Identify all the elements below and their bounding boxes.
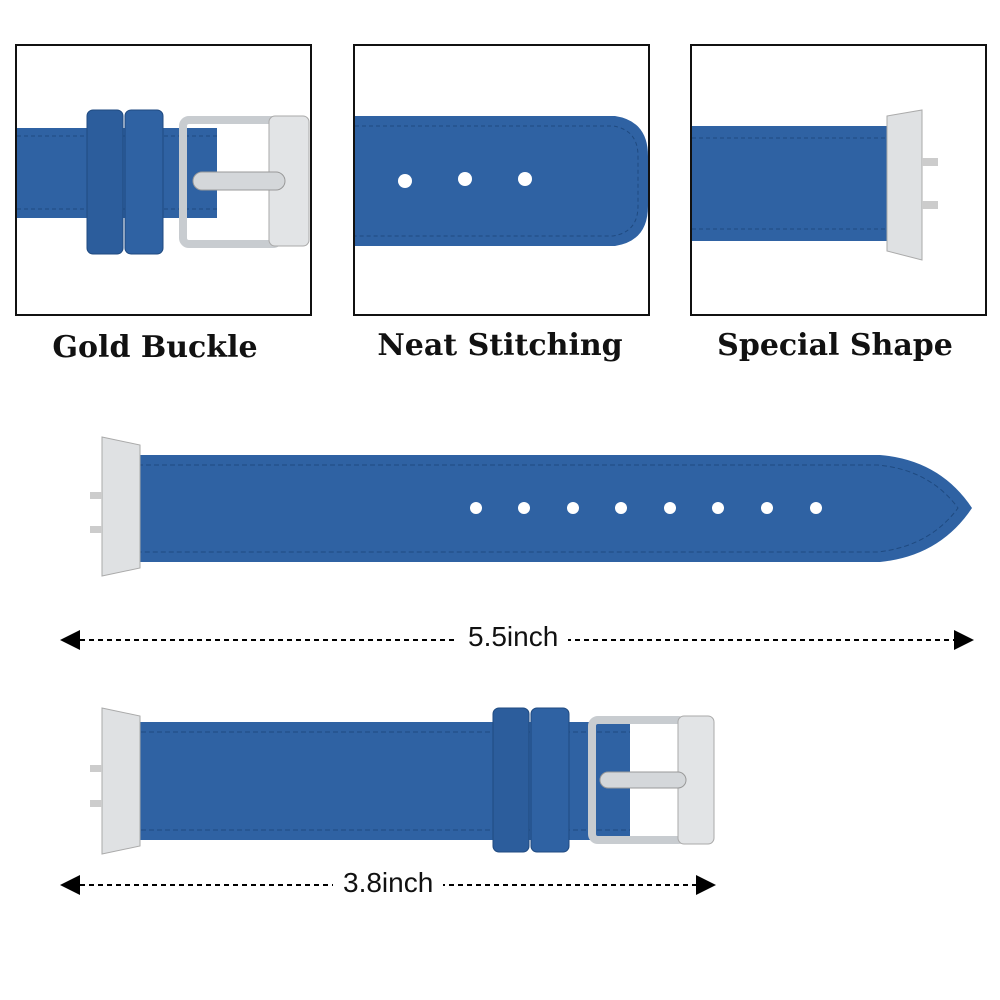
buckle-closeup-image xyxy=(17,109,310,255)
long-strap xyxy=(90,436,972,577)
feature-label-stitching: Neat Stitching xyxy=(377,328,623,363)
feature-box-shape xyxy=(690,44,987,316)
shape-closeup-image xyxy=(692,109,938,261)
feature-box-buckle xyxy=(15,44,312,316)
feature-box-stitching xyxy=(353,44,650,316)
short-strap-length: 3.8inch xyxy=(333,867,444,899)
short-strap xyxy=(90,707,715,855)
feature-label-shape: Special Shape xyxy=(717,328,953,363)
long-strap-length: 5.5inch xyxy=(458,621,569,653)
stitching-closeup-image xyxy=(355,116,648,246)
feature-label-buckle: Gold Buckle xyxy=(52,330,258,365)
